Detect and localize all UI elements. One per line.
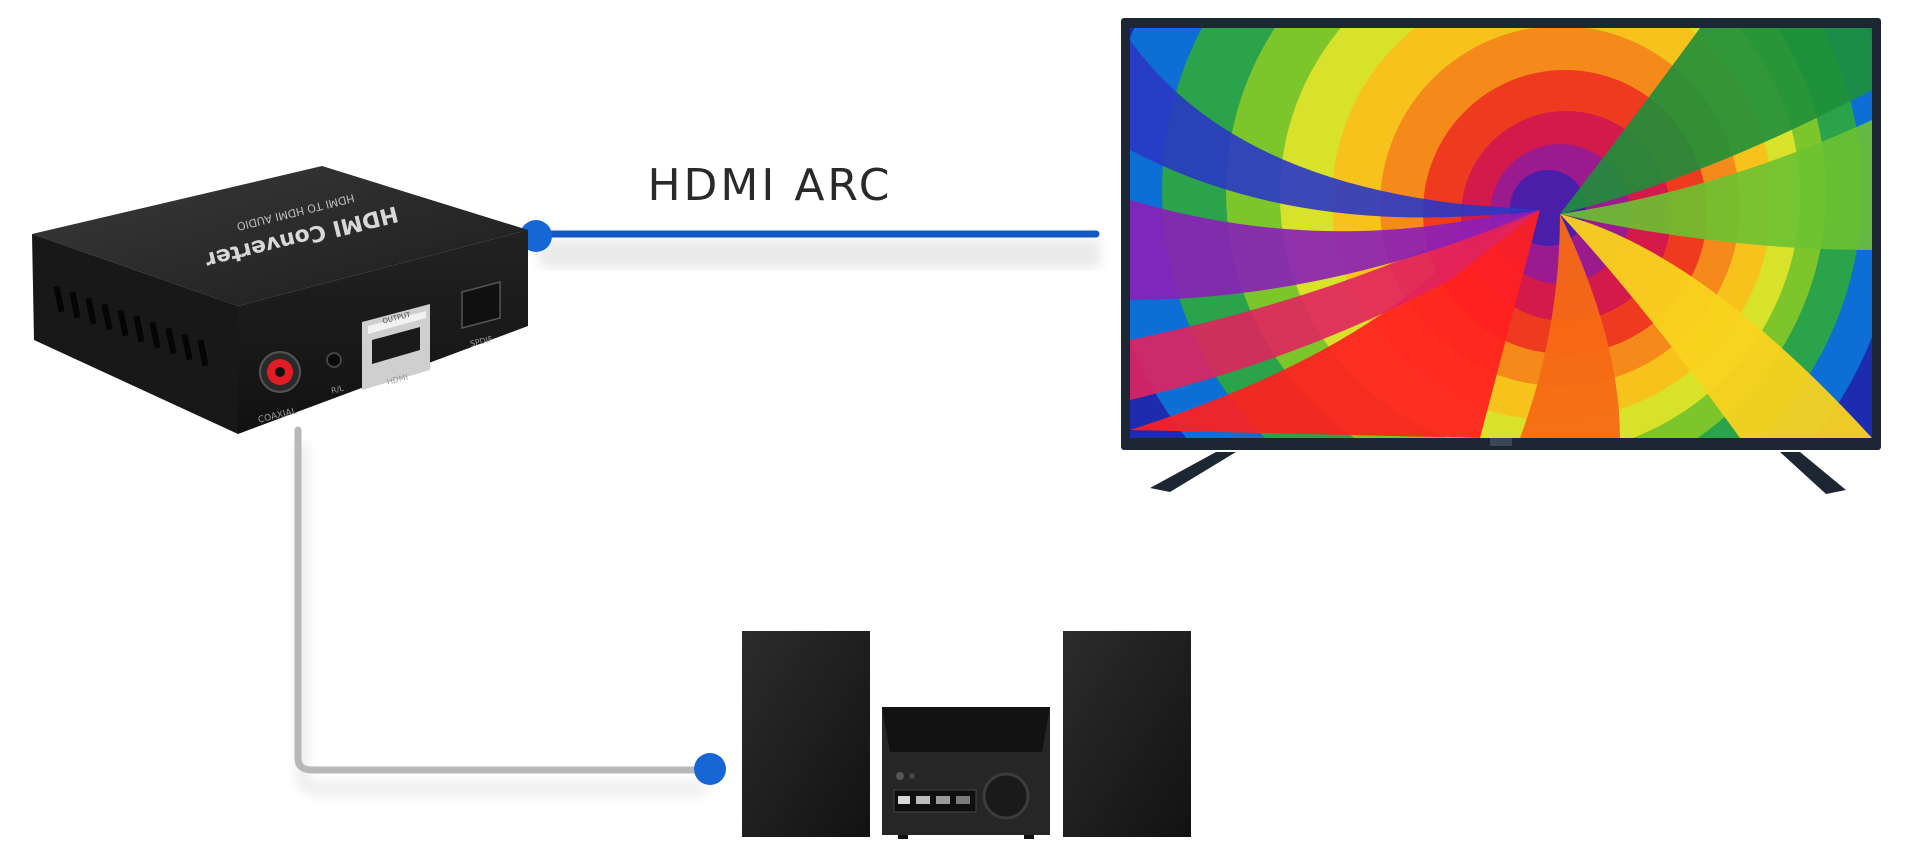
volume-knob bbox=[982, 772, 1030, 820]
left-speaker bbox=[742, 631, 870, 837]
coax-line-shadow bbox=[296, 444, 706, 795]
rl-audio-jack bbox=[326, 352, 342, 368]
hdmi-port bbox=[372, 327, 420, 364]
receiver-display bbox=[893, 789, 977, 813]
arc-line-shadow bbox=[540, 240, 1100, 268]
tv-logo-tab bbox=[1490, 438, 1512, 446]
television bbox=[1121, 18, 1881, 494]
speaker-system bbox=[742, 631, 1191, 839]
tv-screen bbox=[1130, 28, 1872, 438]
tv-stand-right bbox=[1780, 452, 1846, 494]
rl-port-label: R/L bbox=[330, 384, 345, 396]
coaxial-cable-line bbox=[294, 426, 704, 774]
hdmi-audio-converter: HDMI Converter HDMI TO HDMI AUDIO COAXIA… bbox=[32, 166, 528, 434]
hdmi-arc-label: HDMI ARC bbox=[647, 160, 892, 211]
spdif-port bbox=[461, 281, 501, 329]
power-button bbox=[896, 772, 904, 780]
converter-top bbox=[32, 166, 528, 306]
tv-stand-left bbox=[1150, 452, 1236, 492]
hdmi-arc-connection: HDMI ARC bbox=[520, 160, 1100, 268]
converter-left-side bbox=[32, 234, 238, 434]
coaxial-node bbox=[694, 753, 726, 785]
coaxial-connection bbox=[294, 426, 726, 795]
converter-vents bbox=[53, 285, 209, 367]
right-speaker bbox=[1063, 631, 1191, 837]
